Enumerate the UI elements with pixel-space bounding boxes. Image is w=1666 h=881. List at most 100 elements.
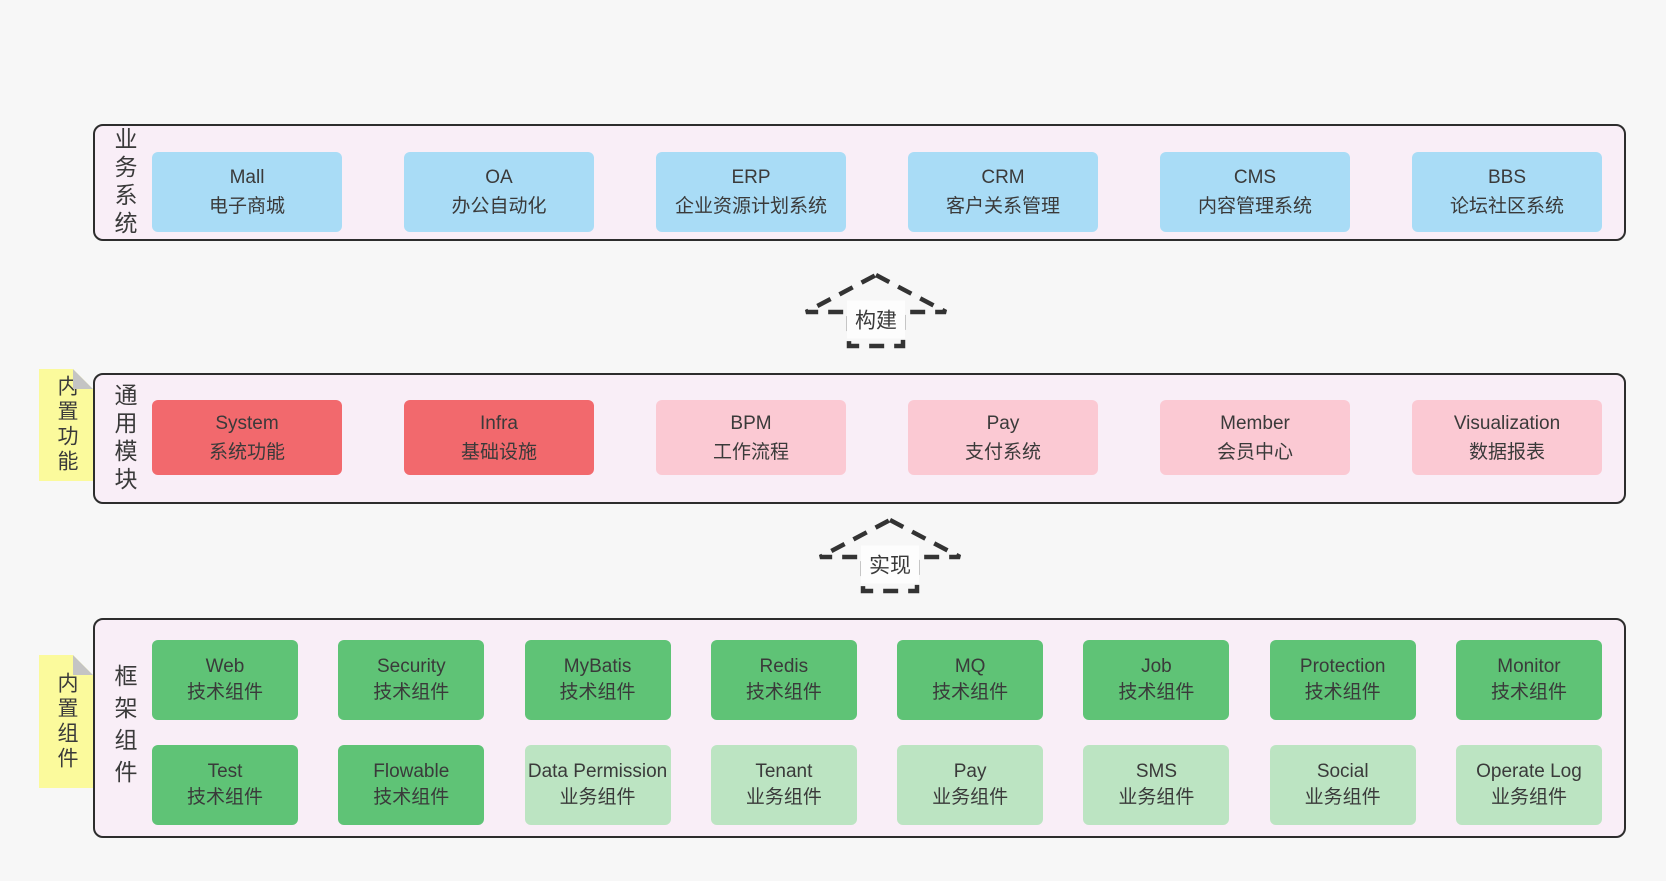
- card-tenant: Tenant 业务组件: [710, 745, 857, 825]
- build-arrow: 构建: [791, 272, 961, 350]
- card-subtitle: 技术组件: [932, 682, 1009, 703]
- build-arrow-label: 构建: [847, 300, 905, 339]
- card-title: Pay: [953, 761, 987, 782]
- card-security: Security 技术组件: [338, 640, 485, 720]
- card-operate-log: Operate Log 业务组件: [1455, 745, 1602, 825]
- card-title: MyBatis: [563, 656, 632, 677]
- card-title: Visualization: [1453, 412, 1561, 434]
- card-cms: CMS 内容管理系统: [1160, 152, 1350, 232]
- dashed-up-arrow-icon: [804, 272, 948, 349]
- card-subtitle: 工作流程: [712, 441, 789, 463]
- card-title: Redis: [759, 656, 809, 677]
- card-subtitle: 技术组件: [186, 787, 263, 808]
- card-flowable: Flowable 技术组件: [338, 745, 485, 825]
- card-subtitle: 业务组件: [1304, 787, 1381, 808]
- card-title: Data Permission: [527, 761, 668, 782]
- card-subtitle: 论坛社区系统: [1449, 196, 1564, 217]
- card-member: Member 会员中心: [1160, 400, 1350, 475]
- card-subtitle: 技术组件: [186, 682, 263, 703]
- card-title: Mall: [229, 167, 265, 188]
- card-title: Operate Log: [1476, 761, 1582, 782]
- card-job: Job 技术组件: [1083, 640, 1230, 720]
- card-title: SMS: [1135, 761, 1177, 782]
- card-crm: CRM 客户关系管理: [908, 152, 1098, 232]
- builtin-components-sticky-note: 内置组件: [39, 655, 93, 788]
- card-pay: Pay 支付系统: [908, 400, 1098, 475]
- card-mall: Mall 电子商城: [152, 152, 342, 232]
- card-title: Member: [1220, 412, 1290, 434]
- card-system: System 系统功能: [152, 400, 342, 475]
- framework-components-label: 框架组件: [111, 664, 137, 792]
- card-title: CRM: [981, 167, 1025, 188]
- card-title: Social: [1316, 761, 1369, 782]
- card-mybatis: MyBatis 技术组件: [524, 640, 671, 720]
- card-title: Test: [207, 761, 243, 782]
- card-title: Job: [1141, 656, 1172, 677]
- card-infra: Infra 基础设施: [404, 400, 594, 475]
- card-subtitle: 业务组件: [932, 787, 1009, 808]
- card-sms: SMS 业务组件: [1083, 745, 1230, 825]
- card-title: CMS: [1233, 167, 1277, 188]
- card-subtitle: 电子商城: [208, 196, 285, 217]
- folded-corner-icon: [73, 655, 93, 675]
- common-modules-label: 通用模块: [111, 382, 137, 495]
- card-subtitle: 数据报表: [1468, 441, 1545, 463]
- card-subtitle: 技术组件: [745, 682, 822, 703]
- card-title: Protection: [1299, 656, 1386, 677]
- card-web: Web 技术组件: [152, 640, 298, 720]
- card-title: Flowable: [373, 761, 450, 782]
- card-test: Test 技术组件: [152, 745, 298, 825]
- framework-row-2: Test 技术组件 Flowable 技术组件 Data Permission …: [152, 745, 1602, 825]
- card-subtitle: 基础设施: [460, 441, 537, 463]
- card-subtitle: 业务组件: [559, 787, 636, 808]
- card-subtitle: 系统功能: [208, 441, 285, 463]
- dashed-up-arrow-icon: [818, 517, 962, 594]
- card-visualization: Visualization 数据报表: [1412, 400, 1602, 475]
- card-title: Pay: [986, 412, 1020, 434]
- modules-cards-row: System 系统功能 Infra 基础设施 BPM 工作流程 Pay 支付系统…: [152, 400, 1602, 475]
- framework-row-1: Web 技术组件 Security 技术组件 MyBatis 技术组件 Redi…: [152, 640, 1602, 720]
- card-bbs: BBS 论坛社区系统: [1412, 152, 1602, 232]
- card-title: ERP: [731, 167, 771, 188]
- card-subtitle: 业务组件: [1118, 787, 1195, 808]
- business-systems-panel: 业务系统 Mall 电子商城 OA 办公自动化 ERP 企业资源计划系统 CRM…: [93, 124, 1626, 241]
- card-subtitle: 客户关系管理: [945, 196, 1060, 217]
- card-title: Web: [205, 656, 245, 677]
- card-social: Social 业务组件: [1269, 745, 1416, 825]
- business-systems-label: 业务系统: [111, 126, 137, 239]
- card-subtitle: 技术组件: [373, 787, 450, 808]
- card-mq: MQ 技术组件: [897, 640, 1044, 720]
- card-subtitle: 技术组件: [1118, 682, 1195, 703]
- card-title: BPM: [730, 412, 772, 434]
- card-title: Monitor: [1497, 656, 1561, 677]
- card-title: Tenant: [755, 761, 813, 782]
- card-subtitle: 业务组件: [1490, 787, 1567, 808]
- card-subtitle: 支付系统: [964, 441, 1041, 463]
- card-title: Security: [376, 656, 446, 677]
- framework-components-panel: 框架组件 Web 技术组件 Security 技术组件 MyBatis 技术组件…: [93, 618, 1626, 838]
- common-modules-panel: 通用模块 System 系统功能 Infra 基础设施 BPM 工作流程 Pay…: [93, 373, 1626, 504]
- card-subtitle: 企业资源计划系统: [674, 196, 827, 217]
- card-subtitle: 业务组件: [745, 787, 822, 808]
- implement-arrow: 实现: [805, 517, 975, 595]
- card-title: BBS: [1487, 167, 1527, 188]
- card-title: System: [215, 412, 279, 434]
- builtin-features-sticky-label: 内置功能: [55, 375, 78, 475]
- card-bpm: BPM 工作流程: [656, 400, 846, 475]
- card-pay-biz: Pay 业务组件: [897, 745, 1044, 825]
- card-subtitle: 会员中心: [1216, 441, 1293, 463]
- card-subtitle: 技术组件: [1490, 682, 1567, 703]
- folded-corner-icon: [73, 369, 93, 389]
- card-subtitle: 技术组件: [1304, 682, 1381, 703]
- card-subtitle: 技术组件: [373, 682, 450, 703]
- card-subtitle: 技术组件: [559, 682, 636, 703]
- builtin-features-sticky-note: 内置功能: [39, 369, 93, 481]
- card-title: OA: [485, 167, 513, 188]
- card-subtitle: 内容管理系统: [1197, 196, 1312, 217]
- card-title: MQ: [954, 656, 986, 677]
- card-data-permission: Data Permission 业务组件: [524, 745, 671, 825]
- card-monitor: Monitor 技术组件: [1455, 640, 1602, 720]
- card-erp: ERP 企业资源计划系统: [656, 152, 846, 232]
- card-protection: Protection 技术组件: [1269, 640, 1416, 720]
